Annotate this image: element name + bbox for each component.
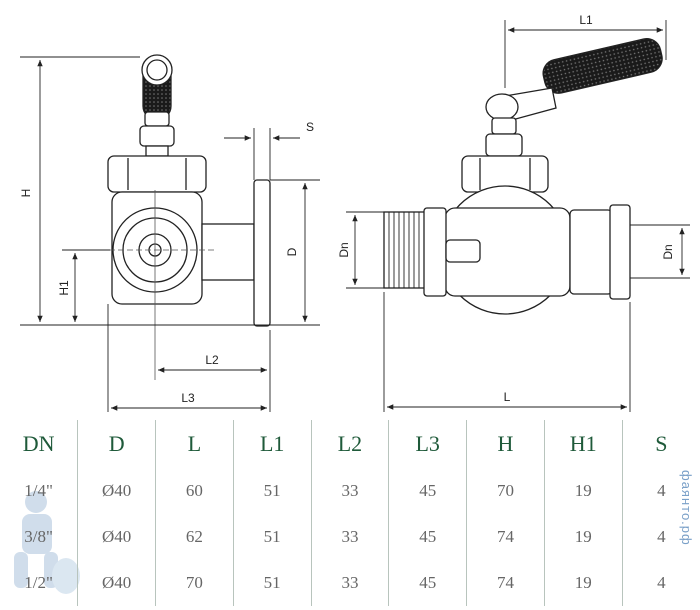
label-L2: L2 [205,353,219,367]
right-handle-grip [542,38,663,94]
cell-l3: 45 [388,560,467,606]
cell-l2: 33 [310,560,389,606]
label-H: H [19,189,33,198]
cell-d: Ø40 [77,514,156,560]
label-S: S [306,120,314,134]
cell-s: 4 [621,514,700,560]
header-L: L [155,420,234,468]
header-S: S [621,420,700,468]
cell-d: Ø40 [77,468,156,514]
left-flange [253,179,271,327]
cell-l: 70 [155,560,234,606]
label-Dn-outlet: Dn [661,244,675,259]
right-flange [609,204,631,300]
cell-h1: 19 [543,468,623,514]
cell-h1: 19 [543,514,623,560]
left-hex-nut [107,155,207,193]
cell-l: 60 [155,468,234,514]
cell-l2: 33 [310,514,389,560]
cell-dn: 1/4" [24,481,53,500]
header-L3: L3 [388,420,467,468]
cell-h: 74 [466,514,545,560]
table-row: 1/4" Ø40 60 51 33 45 70 19 4 [0,468,700,514]
cell-l3: 45 [388,468,467,514]
header-L1: L1 [232,420,312,468]
header-H1: H1 [543,420,623,468]
plumber-mascot-icon [14,491,80,594]
cell-l: 62 [155,514,234,560]
watermark-text: фаянто.рф [679,470,694,546]
header-L2: L2 [310,420,389,468]
label-L1: L1 [579,13,593,27]
table-row: 1/2" Ø40 70 51 33 45 74 19 4 [0,560,700,606]
label-D: D [285,247,299,256]
cell-d: Ø40 [77,560,156,606]
label-L3: L3 [181,391,195,405]
header-DN: DN [22,431,55,456]
label-H1: H1 [57,280,71,296]
cell-dn: 1/2" [24,573,53,592]
cell-l3: 45 [388,514,467,560]
table-header-row: DN D L L1 L2 L3 H H1 S [0,420,700,468]
right-view [383,38,663,315]
cell-h: 70 [466,468,545,514]
spec-table: DN D L L1 L2 L3 H H1 S 1/4" Ø40 60 51 33… [0,420,700,606]
table-row: 3/8" Ø40 62 51 33 45 74 19 4 [0,514,700,560]
label-Dn-inlet: Dn [337,242,351,257]
right-threaded-inlet [383,211,429,289]
cell-l2: 33 [310,468,389,514]
cell-h: 74 [466,560,545,606]
cell-l1: 51 [232,560,312,606]
cell-h1: 19 [543,560,623,606]
cell-dn: 3/8" [24,527,53,546]
header-H: H [466,420,545,468]
cell-s: 4 [621,468,700,514]
cell-l1: 51 [232,468,312,514]
cell-l1: 51 [232,514,312,560]
cell-s: 4 [621,560,700,606]
valve-technical-drawing: H H1 D S L2 L3 L1 L Dn Dn [19,13,690,412]
left-view [107,54,271,327]
label-L: L [504,390,511,404]
header-D: D [77,420,156,468]
